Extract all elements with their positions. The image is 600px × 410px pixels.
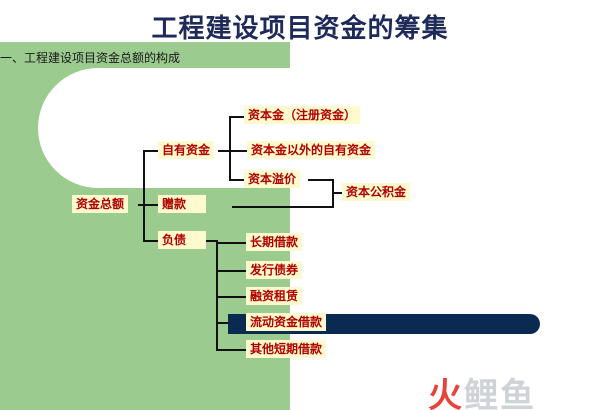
node-bond-issue: 发行债券 <box>246 261 303 279</box>
connector-premium-out <box>308 179 333 181</box>
node-registered-capital: 资本金（注册资金） <box>244 106 361 124</box>
node-working-capital-loan: 流动资金借款 <box>246 313 327 331</box>
node-root-total-funds: 资金总额 <box>72 195 129 213</box>
connector-liab-out <box>206 240 218 242</box>
connector-to-short <box>216 349 246 351</box>
watermark-logo: 火鲤鱼 <box>428 368 536 410</box>
section-subtitle: 一、工程建设项目资金总额的构成 <box>0 51 181 65</box>
connector-to-long-term <box>216 242 246 244</box>
connector-to-donation <box>143 204 158 206</box>
node-capital-premium: 资本溢价 <box>244 170 301 188</box>
connector-root-h <box>138 204 145 206</box>
node-capital-reserve: 资本公积金 <box>342 183 411 201</box>
connector-to-own <box>143 150 158 152</box>
connector-own-out <box>218 150 230 152</box>
green-background-top <box>0 42 290 68</box>
node-other-short-term-loan: 其他短期借款 <box>246 340 327 358</box>
connector-to-liabilities <box>143 240 158 242</box>
node-long-term-loan: 长期借款 <box>246 233 303 251</box>
node-own-capital: 自有资金 <box>158 141 215 159</box>
node-other-own-capital: 资本金以外的自有资金 <box>247 141 376 159</box>
connector-to-other-own <box>229 150 247 152</box>
node-liabilities: 负债 <box>158 231 206 249</box>
watermark-fire: 火 <box>428 376 464 410</box>
connector-to-premium <box>229 179 244 181</box>
connector-root-v <box>143 150 145 242</box>
connector-to-bond <box>216 270 246 272</box>
node-donation: 赠款 <box>158 195 206 213</box>
white-arc-decoration <box>38 68 368 188</box>
connector-donation-out <box>232 206 334 208</box>
connector-own-v <box>229 116 231 180</box>
connector-reserve-in <box>332 192 342 194</box>
watermark-fish: 鲤鱼 <box>464 376 536 410</box>
connector-to-registered <box>229 116 244 118</box>
page-title: 工程建设项目资金的筹集 <box>151 14 449 44</box>
connector-to-lease <box>216 296 246 298</box>
node-finance-lease: 融资租赁 <box>246 287 303 305</box>
connector-liab-v <box>216 240 218 351</box>
